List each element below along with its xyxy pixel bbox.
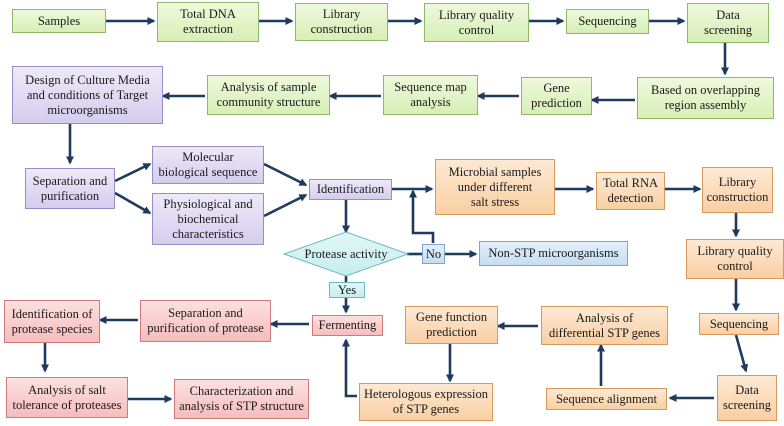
microbial-samples-node: Microbial samples under different salt s…: [435, 159, 555, 215]
yes-label: Yes: [329, 282, 365, 298]
arrow-physiological-to-identification: [263, 193, 308, 218]
design-culture-media-node: Design of Culture Media and conditions o…: [12, 66, 163, 124]
library-construction-node: Library construction: [295, 3, 388, 41]
separation-purification-node: Separation and purification: [25, 168, 115, 209]
no-label: No: [422, 244, 445, 264]
library-quality-control-node: Library quality control: [424, 3, 529, 42]
physiological-biochemical-node: Physiological and biochemical characteri…: [152, 193, 264, 245]
gene-prediction-node: Gene prediction: [521, 77, 592, 115]
protease-activity-label: Protease activity: [304, 246, 388, 261]
data-screening-node: Data screening: [687, 3, 769, 43]
heterologous-expression-node: Heterologous expression of STP genes: [359, 383, 493, 421]
sequence-map-analysis-node: Sequence map analysis: [383, 75, 478, 115]
total-dna-extraction-node: Total DNA extraction: [157, 2, 259, 42]
separation-purification-protease-node: Separation and purification of protease: [140, 300, 271, 342]
arrow-heterologous-to-fermenting: [342, 338, 357, 398]
library-quality-control-right-node: Library quality control: [686, 239, 784, 279]
sequencing-right-node: Sequencing: [699, 313, 779, 335]
identification-protease-species-node: Identification of protease species: [4, 300, 100, 343]
sequence-alignment-node: Sequence alignment: [546, 388, 667, 410]
molecular-biological-sequence-node: Molecular biological sequence: [152, 146, 264, 184]
samples-node: Samples: [12, 9, 106, 33]
characterization-stp-structure-node: Characterization and analysis of STP str…: [174, 379, 309, 419]
arrow-separation-to-physiological: [114, 191, 152, 215]
identification-node: Identification: [309, 179, 392, 200]
arrow-no-loop-to-identification: [409, 189, 435, 243]
analysis-salt-tolerance-node: Analysis of salt tolerance of proteases: [6, 377, 128, 418]
total-rna-detection-node: Total RNA detection: [596, 172, 665, 210]
library-construction-right-node: Library construction: [702, 167, 773, 213]
arrow-molecular-to-identification: [263, 162, 308, 187]
arrow-separation-to-molecular: [114, 162, 152, 183]
protease-activity-decision: [282, 231, 410, 277]
overlapping-region-assembly-node: Based on overlapping region assembly: [637, 77, 774, 119]
arrow-sequencing-to-screening-right: [734, 334, 749, 373]
analysis-differential-stp-node: Analysis of differential STP genes: [541, 306, 668, 345]
fermenting-node: Fermenting: [312, 315, 383, 336]
gene-function-prediction-node: Gene function prediction: [405, 306, 498, 344]
sequencing-node: Sequencing: [566, 9, 649, 34]
data-screening-bottom-node: Data screening: [717, 375, 777, 421]
non-stp-microorganisms-node: Non-STP microorganisms: [479, 241, 628, 266]
analysis-community-structure-node: Analysis of sample community structure: [207, 75, 330, 115]
